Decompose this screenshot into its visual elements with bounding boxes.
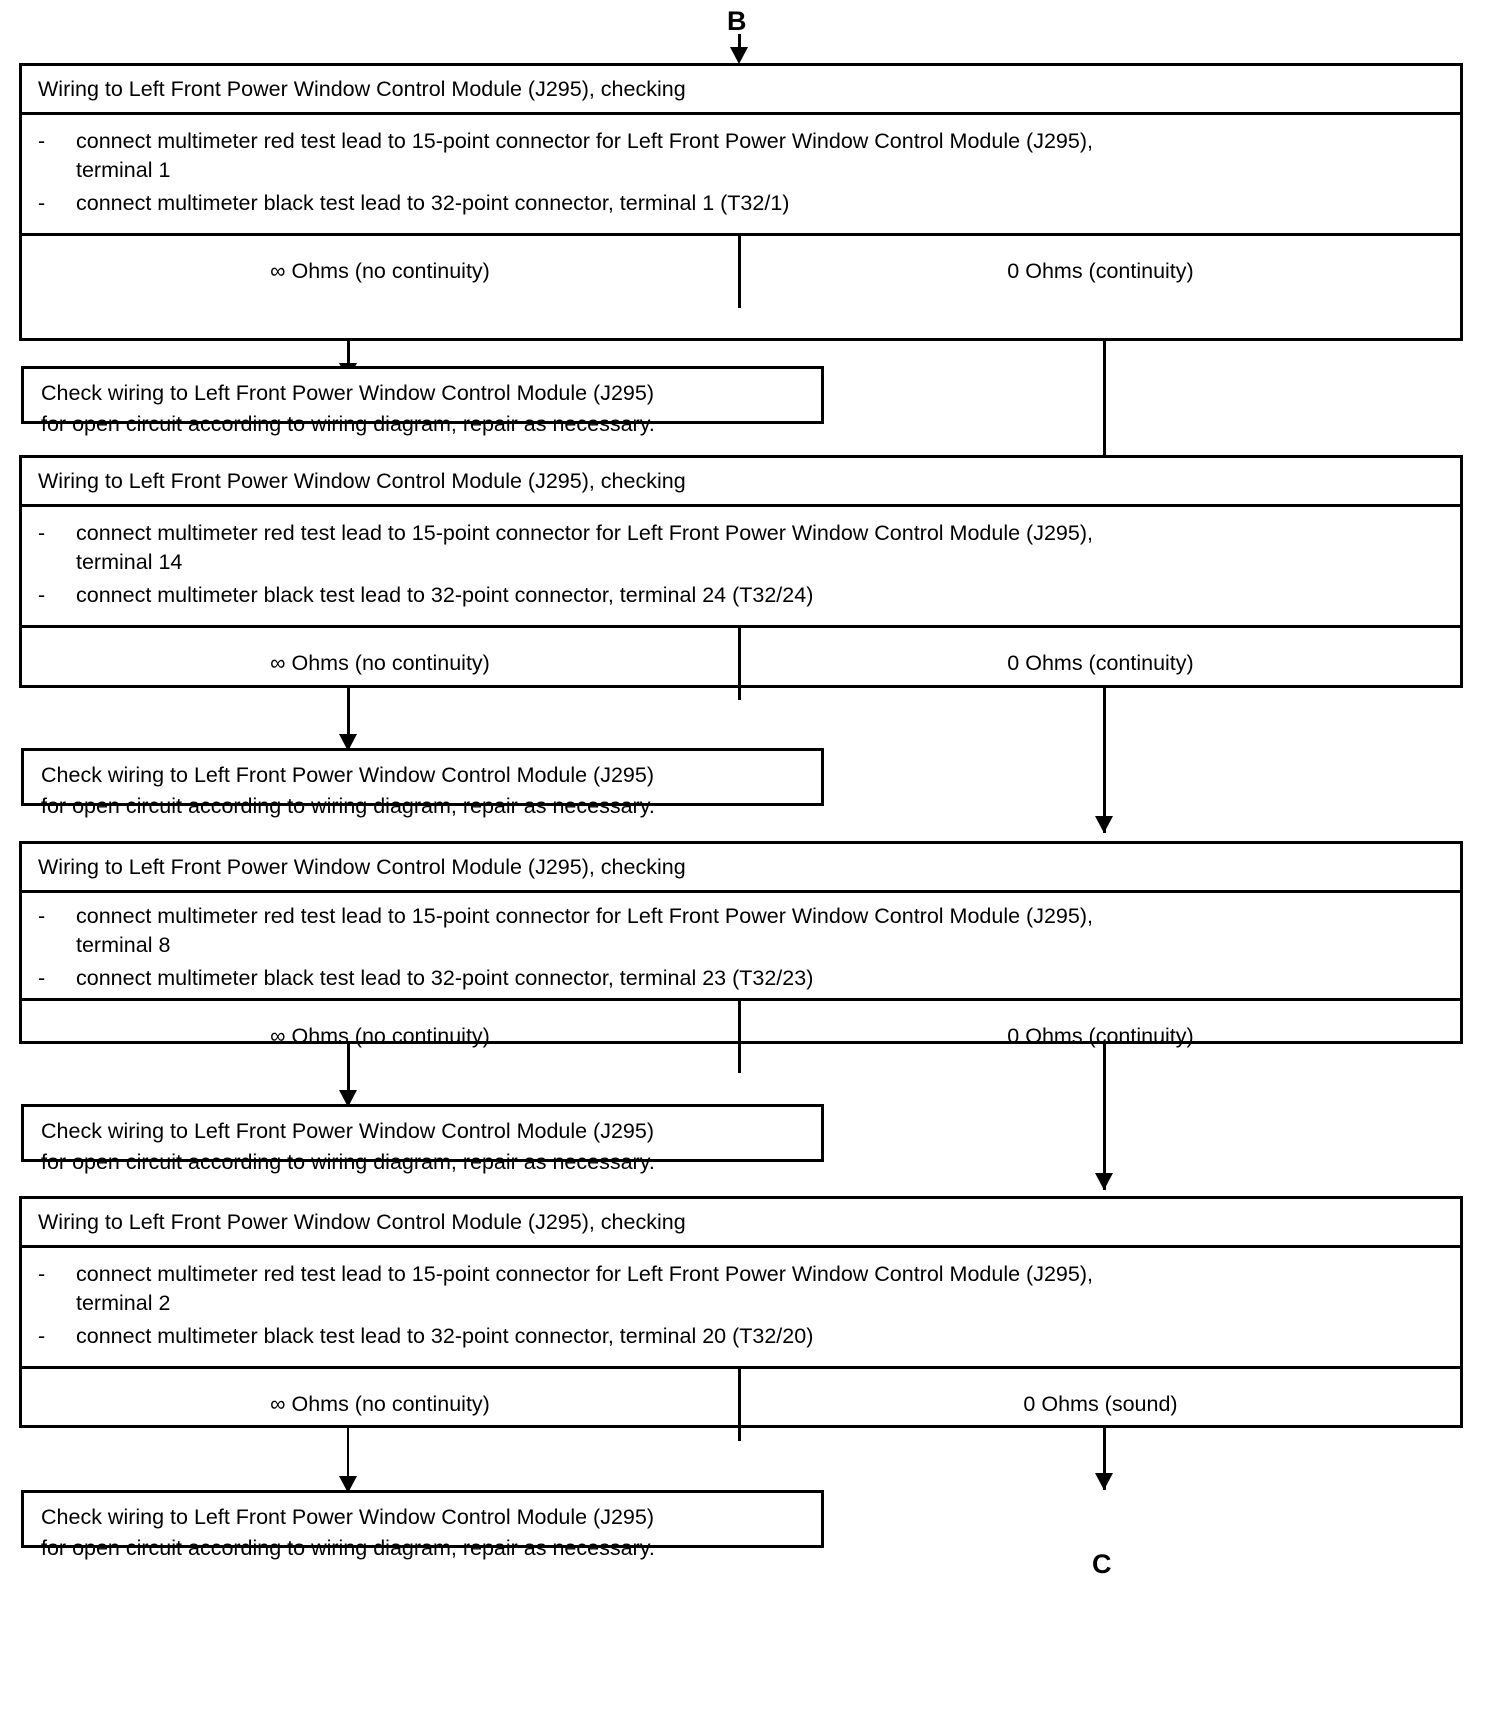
test-box-instructions: - connect multimeter red test lead to 15… xyxy=(22,893,1460,1001)
instruction-item: - connect multimeter red test lead to 15… xyxy=(22,127,1460,186)
instruction-item: - connect multimeter black test lead to … xyxy=(22,581,1460,611)
instruction-text: connect multimeter black test lead to 32… xyxy=(76,966,814,991)
action-box-step-2: Check wiring to Left Front Power Window … xyxy=(21,748,824,818)
action-line-1: Check wiring to Left Front Power Window … xyxy=(41,1505,655,1529)
result-no-continuity: ∞ Ohms (no continuity) xyxy=(22,627,741,700)
action-box-step-4: Check wiring to Left Front Power Window … xyxy=(21,1490,824,1560)
result-continuity: 0 Ohms (continuity) xyxy=(1007,651,1194,676)
action-box-step-3: Check wiring to Left Front Power Window … xyxy=(21,1104,824,1174)
bullet-dash: - xyxy=(38,191,46,216)
connector-marker-b: B xyxy=(727,6,747,36)
test-results-row: ∞ Ohms (no continuity) 0 Ohms (continuit… xyxy=(22,1000,1460,1073)
action-line-2: for open circuit according to wiring dia… xyxy=(41,1536,655,1561)
result-continuity: 0 Ohms (continuity) xyxy=(1007,259,1194,284)
test-box-step-1: Wiring to Left Front Power Window Contro… xyxy=(19,63,1463,341)
instruction-text: connect multimeter black test lead to 32… xyxy=(76,1324,814,1349)
test-box-instructions: - connect multimeter red test lead to 15… xyxy=(22,507,1460,628)
bullet-dash: - xyxy=(38,1261,46,1286)
result-no-continuity: ∞ Ohms (no continuity) xyxy=(22,235,741,308)
bullet-dash: - xyxy=(38,966,46,991)
bullet-dash: - xyxy=(38,128,46,153)
instruction-text: connect multimeter black test lead to 32… xyxy=(76,583,814,608)
test-box-instructions: - connect multimeter red test lead to 15… xyxy=(22,1248,1460,1369)
instruction-item: - connect multimeter red test lead to 15… xyxy=(22,1260,1460,1319)
test-results-row: ∞ Ohms (no continuity) 0 Ohms (continuit… xyxy=(22,627,1460,700)
bullet-dash: - xyxy=(38,520,46,545)
instruction-text-cont: terminal 1 xyxy=(76,158,171,183)
result-sound: 0 Ohms (sound) xyxy=(1023,1392,1178,1417)
action-box-step-1: Check wiring to Left Front Power Window … xyxy=(21,366,824,436)
test-box-title: Wiring to Left Front Power Window Contro… xyxy=(22,66,1460,115)
instruction-item: - connect multimeter red test lead to 15… xyxy=(22,902,1460,961)
test-box-title: Wiring to Left Front Power Window Contro… xyxy=(22,844,1460,893)
action-line-1: Check wiring to Left Front Power Window … xyxy=(41,763,655,787)
action-line-1: Check wiring to Left Front Power Window … xyxy=(41,1119,655,1143)
instruction-text: connect multimeter red test lead to 15-p… xyxy=(76,520,1093,545)
result-no-continuity: ∞ Ohms (no continuity) xyxy=(22,1000,741,1073)
instruction-item: - connect multimeter red test lead to 15… xyxy=(22,519,1460,578)
test-box-step-3: Wiring to Left Front Power Window Contro… xyxy=(19,841,1463,1073)
instruction-item: - connect multimeter black test lead to … xyxy=(22,189,1460,219)
instruction-item: - connect multimeter black test lead to … xyxy=(22,1322,1460,1352)
test-box-step-4: Wiring to Left Front Power Window Contro… xyxy=(19,1196,1463,1441)
instruction-text: connect multimeter red test lead to 15-p… xyxy=(76,1261,1093,1286)
test-box-instructions: - connect multimeter red test lead to 15… xyxy=(22,115,1460,236)
test-results-row: ∞ Ohms (no continuity) 0 Ohms (continuit… xyxy=(22,235,1460,308)
test-box-step-2: Wiring to Left Front Power Window Contro… xyxy=(19,455,1463,700)
instruction-text: connect multimeter red test lead to 15-p… xyxy=(76,128,1093,153)
instruction-text-cont: terminal 2 xyxy=(76,1291,171,1316)
test-results-row: ∞ Ohms (no continuity) 0 Ohms (sound) xyxy=(22,1368,1460,1441)
bullet-dash: - xyxy=(38,903,46,928)
instruction-text: connect multimeter red test lead to 15-p… xyxy=(76,903,1093,928)
bullet-dash: - xyxy=(38,583,46,608)
instruction-item: - connect multimeter black test lead to … xyxy=(22,964,1460,994)
action-line-2: for open circuit according to wiring dia… xyxy=(41,1150,655,1175)
instruction-text-cont: terminal 14 xyxy=(76,550,183,575)
result-continuity: 0 Ohms (continuity) xyxy=(1007,1024,1194,1049)
action-line-2: for open circuit according to wiring dia… xyxy=(41,412,655,437)
action-line-2: for open circuit according to wiring dia… xyxy=(41,794,655,819)
instruction-text: connect multimeter black test lead to 32… xyxy=(76,191,790,216)
test-box-title: Wiring to Left Front Power Window Contro… xyxy=(22,1199,1460,1248)
test-box-title: Wiring to Left Front Power Window Contro… xyxy=(22,458,1460,507)
action-line-1: Check wiring to Left Front Power Window … xyxy=(41,381,655,405)
connector-marker-c: C xyxy=(1092,1549,1112,1579)
bullet-dash: - xyxy=(38,1324,46,1349)
result-no-continuity: ∞ Ohms (no continuity) xyxy=(22,1368,741,1441)
instruction-text-cont: terminal 8 xyxy=(76,933,171,958)
